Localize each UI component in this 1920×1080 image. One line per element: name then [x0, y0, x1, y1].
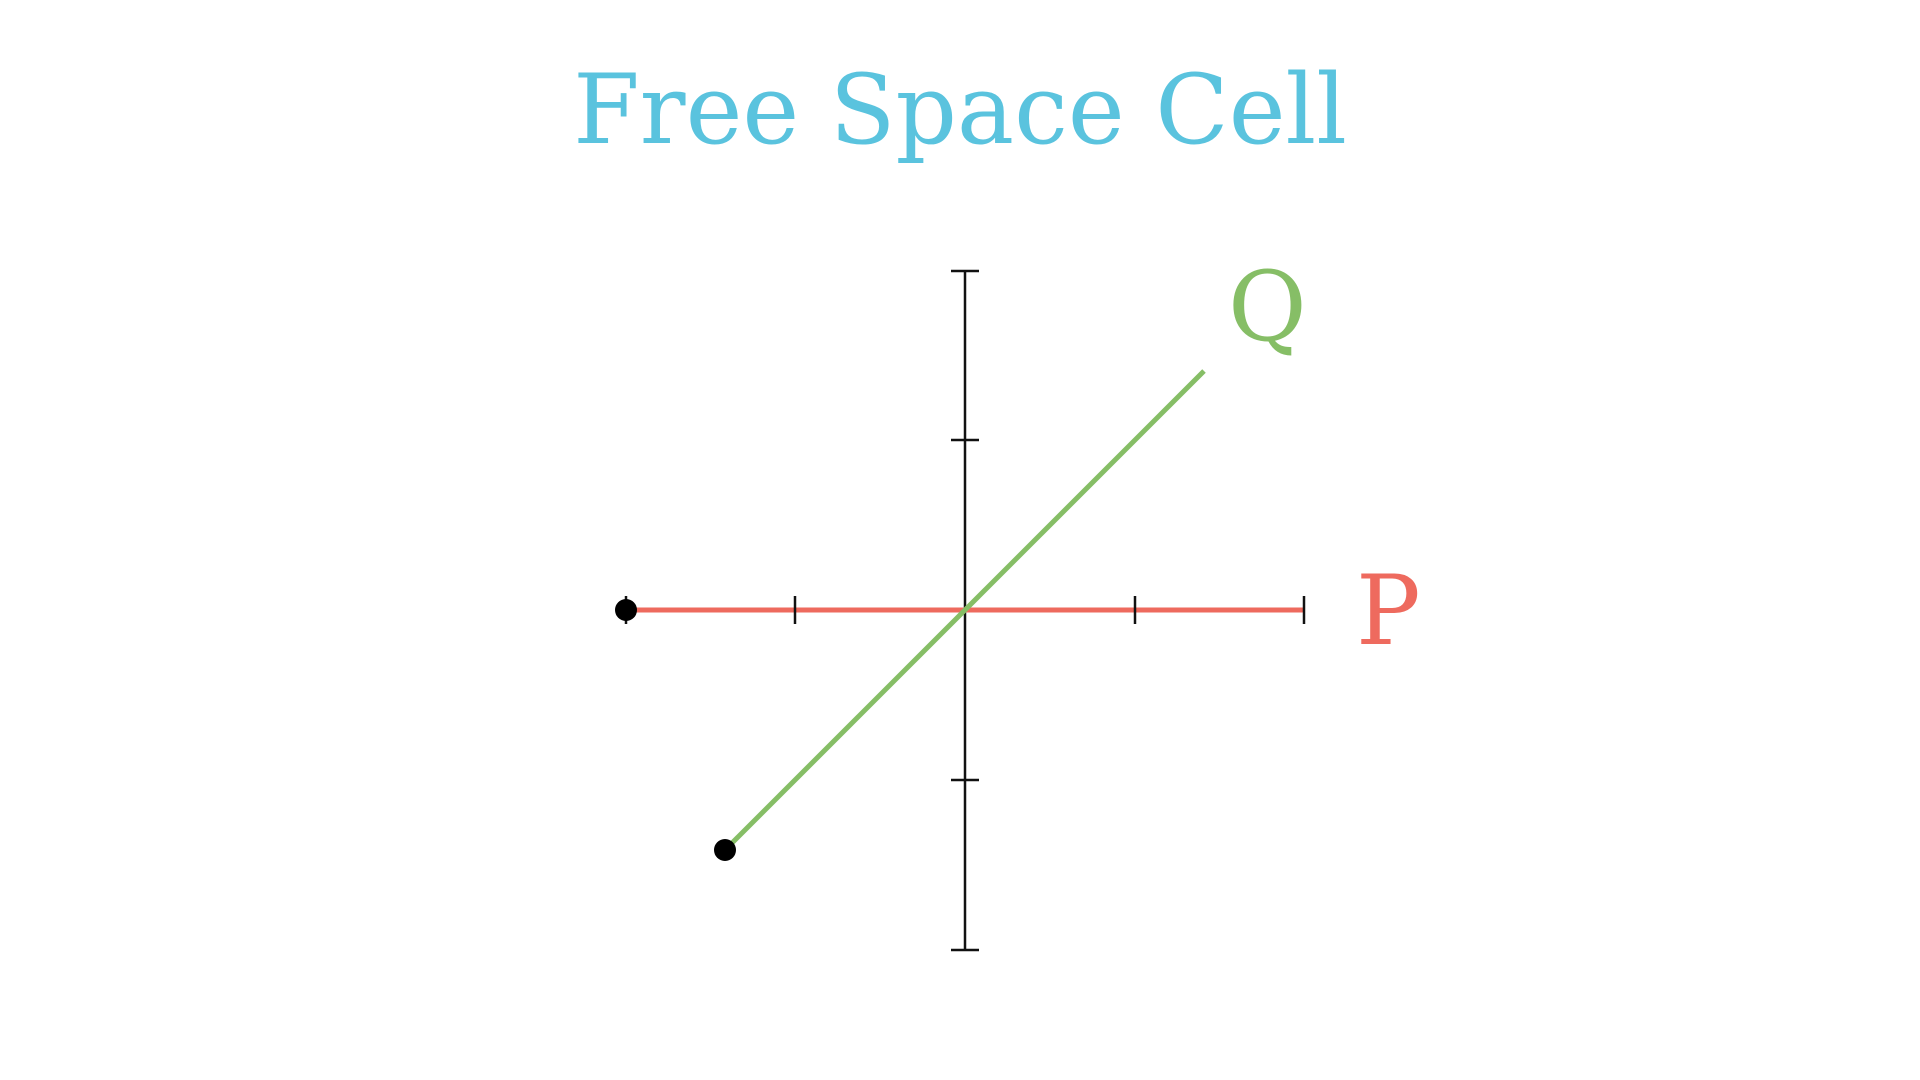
segment-q-label: Q	[1228, 251, 1307, 363]
segment-p-label: P	[1356, 555, 1421, 667]
figure-title: Free Space Cell	[573, 54, 1347, 166]
segment-q-line	[723, 369, 1206, 852]
segment-q	[723, 369, 1206, 852]
segment-q-start-point	[714, 839, 736, 861]
segment-p-start-point	[615, 599, 637, 621]
